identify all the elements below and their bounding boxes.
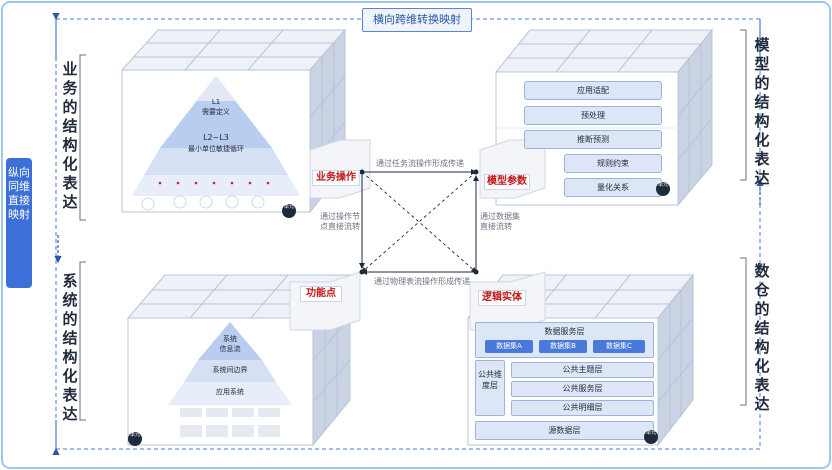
model-item-4: 量化关系 [564,178,662,197]
l23-sub: 最小单位敏捷循环 [188,145,244,153]
model-item-1: 预处理 [524,106,662,125]
bracket-system [79,261,86,421]
title-system: 系统的结构化表达 [62,272,78,423]
model-item-2: 推断预测 [524,130,662,149]
service-a: 数据集A [485,340,533,353]
callout-business-op: 业务操作 [312,170,360,186]
model-item-3: 规则约束 [564,154,662,173]
unit-badge-warehouse: 单元 [644,430,658,444]
system-bottom: 应用系统 [216,388,244,396]
system-cube [126,273,352,447]
model-item-0: 应用适配 [524,81,662,100]
system-top: 系统 [223,335,237,343]
service-b: 数据集B [539,340,587,353]
title-model: 模型的结构化表达 [754,36,770,187]
bracket-business [79,54,86,221]
system-top2: 信息流 [219,345,241,353]
unit-badge-system: 单元 [128,432,142,446]
layer-0: 公共主题层 [511,362,654,378]
service-layer-label: 数据服务层 [544,327,585,336]
callout-model-param: 模型参数 [484,174,530,190]
bottom-arrow-label: 通过物理表流操作形成传递 [374,277,470,286]
title-business: 业务的结构化表达 [62,60,78,211]
left-vertical-label: 通过操作节点直接流转 [320,212,360,231]
l1-sub: 需要定义 [202,108,230,116]
l1-title: L1 [211,98,221,106]
top-arrow-label: 通过任务流操作形成传递 [376,159,464,168]
right-vertical-label: 通过数据集直接流转 [480,212,520,231]
bracket-warehouse [740,257,747,406]
l23-title: L2~L3 [203,133,229,142]
unit-badge-business: 单元 [282,204,296,218]
layer-1: 公共服务层 [511,381,654,397]
system-mid: 系统间边界 [212,366,248,374]
source-layer: 源数据层 [475,421,654,440]
callout-function-point: 功能点 [300,286,342,302]
callout-logic-entity: 逻辑实体 [478,290,526,306]
layer-2: 公共明细层 [511,400,654,416]
vertical-mapping-label: 纵向同维直接映射 [6,158,32,288]
title-warehouse: 数仓的结构化表达 [754,262,770,413]
bracket-model [740,29,747,181]
top-banner: 横向跨维转换映射 [362,8,472,32]
public-dim-layer: 公共维度层 [475,360,505,416]
unit-badge-model: 单元 [656,182,670,196]
service-c: 数据集C [593,340,645,353]
service-layer: 数据服务层 数据集A 数据集B 数据集C [475,322,654,358]
